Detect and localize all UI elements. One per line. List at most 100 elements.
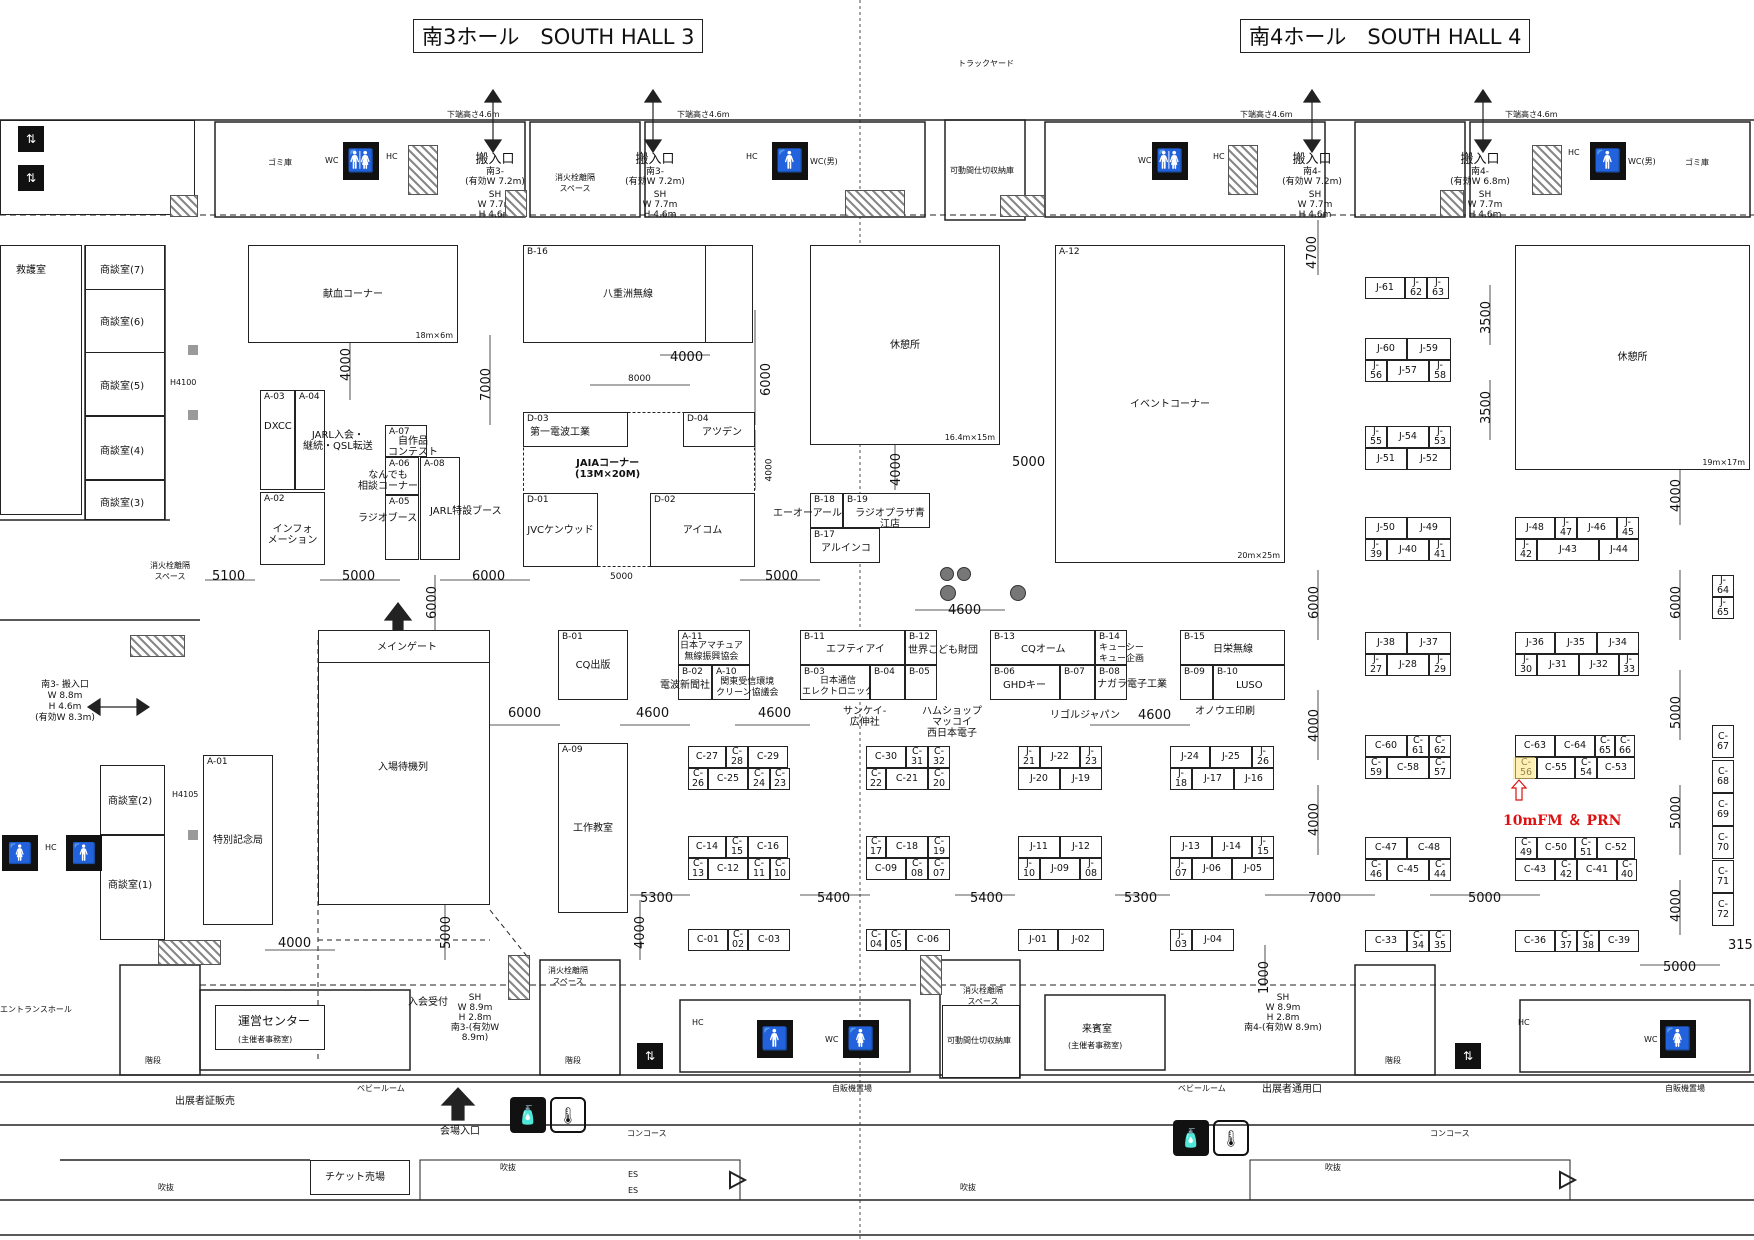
booth: C-50	[1537, 837, 1575, 859]
area-b06-code: B-06	[994, 667, 1015, 677]
hatch-block	[920, 955, 942, 995]
area-a06-name: なんでも 相談コーナー	[358, 470, 418, 492]
truck-yard-label: トラックヤード	[958, 59, 1014, 68]
hall3-title: 南3ホール SOUTH HALL 3	[413, 19, 704, 53]
booth: C-09	[866, 858, 906, 880]
area-b03-name: 日本通信 エレクトロニック	[802, 676, 875, 697]
booth: J-12	[1060, 836, 1102, 858]
hc-label-1: HC	[386, 152, 398, 161]
area-d02-code: D-02	[654, 495, 676, 505]
area-b11-name: エフティアイ	[826, 644, 885, 655]
booth: J-50	[1365, 517, 1407, 539]
first-aid-label: 救護室	[16, 265, 46, 276]
toilet-icon: 🚹	[1590, 142, 1626, 180]
area-b13: B-13 CQオーム	[990, 630, 1095, 665]
jaia-corner-label: JAIAコーナー (13M×20M)	[575, 458, 641, 480]
area-b17: B-17 アルインコ	[810, 528, 880, 563]
booth: C-21	[886, 768, 928, 790]
booth: J-54	[1387, 426, 1429, 448]
area-a08-name: JARL特設ブース	[430, 506, 502, 517]
booth: C- 08	[906, 858, 928, 880]
dock-1-eff: (有効W 7.2m)	[465, 177, 525, 187]
booth: C- 71	[1712, 860, 1734, 893]
booth: C- 26	[688, 768, 708, 790]
dim-4000: 4000	[1307, 708, 1323, 743]
area-b05-code: B-05	[909, 667, 930, 677]
wc-men-label-2: WC(男)	[1628, 157, 1656, 166]
area-b10-name: LUSO	[1236, 680, 1263, 691]
dim-5000: 5000	[342, 569, 376, 584]
booth: J- 15	[1252, 836, 1274, 858]
area-b13-name: CQオーム	[1021, 644, 1066, 655]
dim-5000: 5000	[610, 572, 633, 582]
dock-3-title: 搬入口	[1292, 152, 1332, 167]
booth: C-14	[688, 836, 726, 858]
stairs-bottom-1: 階段	[145, 1056, 161, 1065]
booth: C-03	[748, 929, 790, 951]
booth: J-22	[1040, 746, 1080, 768]
booth: C- 49	[1515, 837, 1537, 859]
area-b14: B-14	[1095, 630, 1127, 665]
area-b01-code: B-01	[562, 632, 583, 642]
booth: C-48	[1407, 837, 1451, 859]
booth: C-06	[906, 929, 950, 951]
booth: C- 69	[1712, 793, 1734, 826]
booth: J-36	[1515, 632, 1555, 654]
area-b09-code: B-09	[1184, 667, 1205, 677]
booth: J- 26	[1252, 746, 1274, 768]
dock-1-w: W 7.7m	[477, 200, 513, 210]
dim-5300: 5300	[640, 891, 674, 906]
exhibitor-entrance-label: 出展者通用口	[1262, 1084, 1322, 1095]
hatch-block	[408, 145, 438, 195]
area-a03-code: A-03	[264, 392, 285, 402]
booth: J-28	[1387, 654, 1429, 676]
dim-5000: 5000	[1468, 891, 1502, 906]
dock-4-w: W 7.7m	[1467, 200, 1503, 210]
booth: C- 28	[726, 746, 748, 768]
dim-4000: 4000	[1669, 888, 1685, 923]
booth: J- 30	[1515, 654, 1537, 676]
toilet-icon: 🚺	[1660, 1020, 1696, 1058]
booth: C- 17	[866, 836, 886, 858]
booth: C-47	[1365, 837, 1407, 859]
area-b15-code: B-15	[1184, 632, 1205, 642]
area-b12-name: 世界こども財団	[908, 645, 978, 656]
area-b12-code: B-12	[909, 632, 930, 642]
toilet-icon: 🚻	[1152, 142, 1188, 180]
area-b18-name: エーオーアール	[773, 508, 842, 519]
booth: C- 07	[928, 858, 950, 880]
dim-1000: 1000	[1257, 960, 1273, 995]
guest-room-label: 来賓室	[1082, 1024, 1112, 1035]
hc-label-4: HC	[1568, 148, 1580, 157]
dim-4000: 4000	[1669, 478, 1685, 513]
booth: J- 53	[1429, 426, 1451, 448]
area-a01: A-01 特別記念局	[203, 755, 273, 925]
booth: J-05	[1232, 858, 1274, 880]
hatch-block	[1440, 190, 1464, 217]
area-d01-code: D-01	[527, 495, 549, 505]
area-b08-code: B-08	[1099, 667, 1120, 677]
fire-space-bottom-1: 消火栓離隔 スペース	[548, 966, 588, 986]
hamshop-label: ハムショップ マッコイ 西日本電子	[922, 706, 982, 739]
area-b11: B-11 エフティアイ	[800, 630, 905, 665]
booth: J-24	[1170, 746, 1210, 768]
booth: C-16	[748, 836, 788, 858]
booth: C- 57	[1429, 757, 1451, 779]
booth: J-31	[1537, 654, 1579, 676]
booth: J-06	[1192, 858, 1232, 880]
pillar	[940, 585, 956, 601]
booth: C-33	[1365, 930, 1407, 952]
dock-4-h: H 4.6m	[1468, 210, 1502, 220]
atrium-3: 吹抜	[960, 1183, 976, 1192]
booth: J-32	[1579, 654, 1619, 676]
booth: C- 11	[748, 858, 770, 880]
baby-room-1: ベビールーム	[357, 1084, 405, 1093]
dim-4000: 4000	[889, 452, 905, 487]
booth: C- 54	[1575, 757, 1597, 779]
area-b15-name: 日栄無線	[1213, 644, 1253, 655]
partition-store-top: 可動間仕切収納庫	[950, 166, 1014, 175]
rigol-label: リゴルジャパン	[1050, 710, 1120, 721]
booth: J-20	[1018, 768, 1060, 790]
area-b07-code: B-07	[1064, 667, 1085, 677]
toilet-icon: 🚺	[2, 835, 38, 871]
